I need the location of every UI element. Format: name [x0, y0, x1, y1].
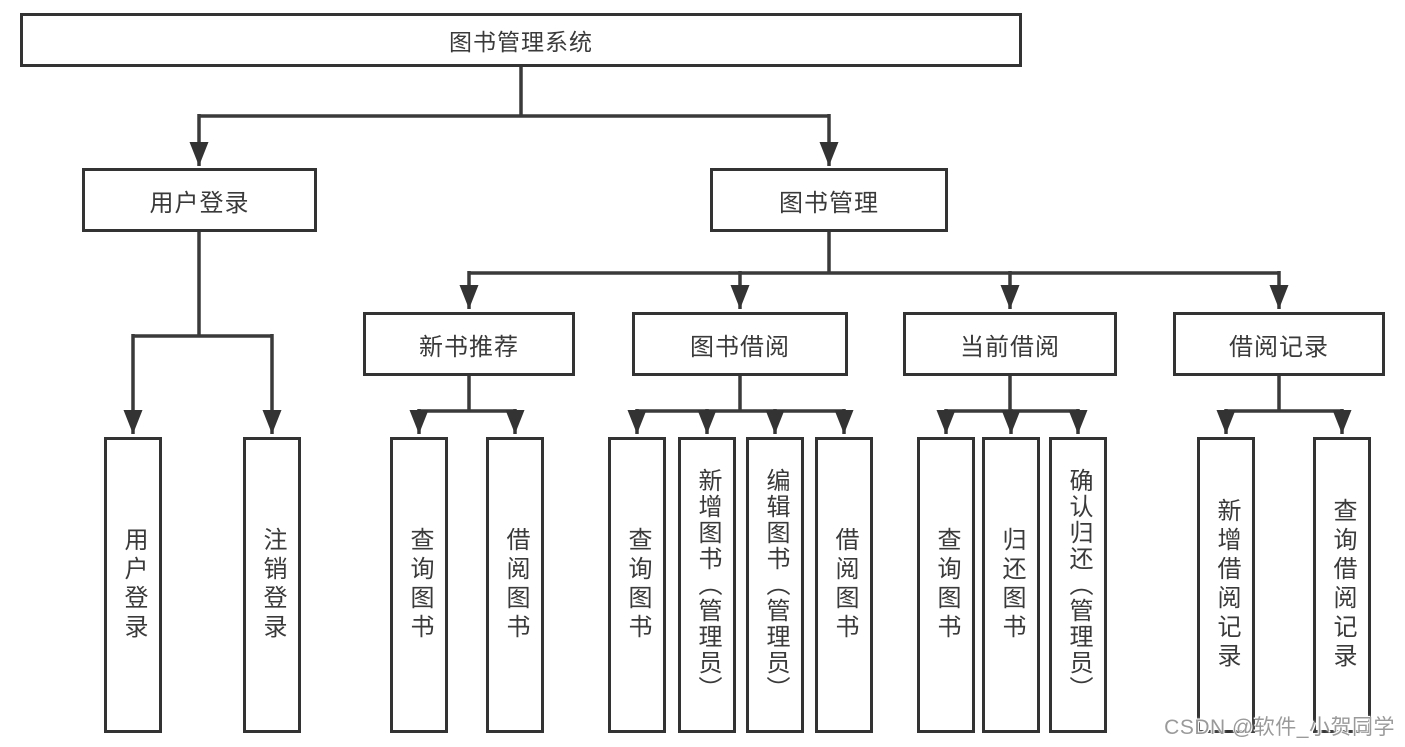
- leaf-add-books-admin: 新增图书（管理员）: [678, 437, 736, 733]
- leaf-logout: 注销登录: [243, 437, 301, 733]
- leaf-user-login: 用户登录: [104, 437, 162, 733]
- node-book-borrowing: 图书借阅: [632, 312, 848, 376]
- leaf-add-borrow-record: 新增借阅记录: [1197, 437, 1255, 733]
- leaf-query-books-recommend: 查询图书: [390, 437, 448, 733]
- leaf-query-borrow-record: 查询借阅记录: [1313, 437, 1371, 733]
- node-book-management: 图书管理: [710, 168, 948, 232]
- leaf-confirm-return-admin: 确认归还（管理员）: [1049, 437, 1107, 733]
- leaf-borrow-books-recommend: 借阅图书: [486, 437, 544, 733]
- node-current-borrowing: 当前借阅: [903, 312, 1117, 376]
- leaf-query-books-current: 查询图书: [917, 437, 975, 733]
- leaf-borrow-books-borrowing: 借阅图书: [815, 437, 873, 733]
- node-user-login: 用户登录: [82, 168, 317, 232]
- node-new-book-recommendation: 新书推荐: [363, 312, 575, 376]
- leaf-query-books-borrowing: 查询图书: [608, 437, 666, 733]
- leaf-edit-books-admin: 编辑图书（管理员）: [746, 437, 804, 733]
- node-borrowing-records: 借阅记录: [1173, 312, 1385, 376]
- node-library-system: 图书管理系统: [20, 13, 1022, 67]
- leaf-return-books: 归还图书: [982, 437, 1040, 733]
- csdn-watermark: CSDN @软件_小贺同学: [1164, 716, 1395, 739]
